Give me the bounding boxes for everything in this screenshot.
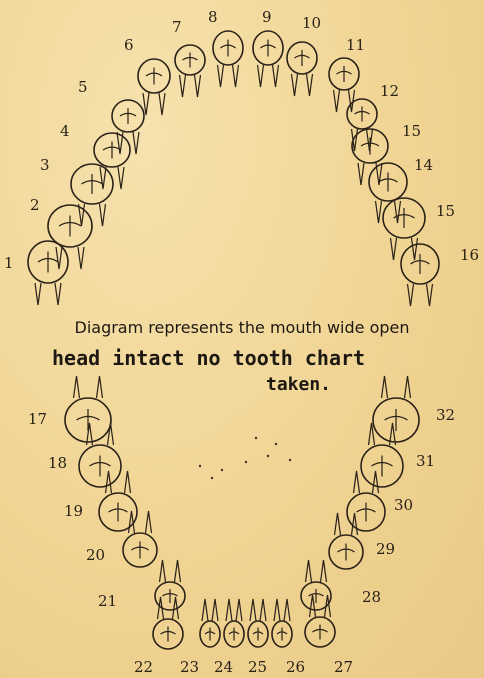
tooth-25 [248, 599, 268, 647]
tooth-number-12: 12 [380, 84, 399, 99]
tooth-20 [123, 511, 157, 567]
tooth-number-32: 32 [436, 408, 455, 423]
tooth-6 [138, 59, 170, 115]
tooth-number-16: 16 [460, 248, 479, 263]
tooth-number-3: 3 [40, 158, 50, 173]
tooth-number-11: 11 [346, 38, 365, 53]
pencil-mark [211, 477, 213, 479]
tooth-number-5: 5 [78, 80, 88, 95]
tooth-number-2: 2 [30, 198, 40, 213]
tooth-number-27: 27 [334, 660, 353, 675]
pencil-mark [275, 443, 277, 445]
tooth-number-8: 8 [208, 10, 218, 25]
tooth-number-6: 6 [124, 38, 134, 53]
tooth-number-7: 7 [172, 20, 182, 35]
tooth-5 [112, 100, 144, 154]
tooth-number-31: 31 [416, 454, 435, 469]
pencil-mark [245, 461, 247, 463]
tooth-number-17: 17 [28, 412, 47, 427]
tooth-29 [329, 513, 363, 569]
tooth-number-28: 28 [362, 590, 381, 605]
tooth-number-25: 25 [248, 660, 267, 675]
tooth-number-15: 15 [436, 204, 455, 219]
tooth-number-13: 15 [402, 124, 421, 139]
tooth-number-18: 18 [48, 456, 67, 471]
tooth-14 [369, 163, 407, 223]
tooth-10 [287, 42, 317, 96]
tooth-number-9: 9 [262, 10, 272, 25]
tooth-number-21: 21 [98, 594, 117, 609]
tooth-number-30: 30 [394, 498, 413, 513]
tooth-16 [401, 244, 439, 306]
tooth-23 [200, 599, 220, 647]
tooth-number-14: 14 [414, 158, 433, 173]
tooth-number-26: 26 [286, 660, 305, 675]
tooth-number-29: 29 [376, 542, 395, 557]
pencil-mark [267, 455, 269, 457]
tooth-18 [79, 423, 121, 487]
tooth-27 [305, 595, 335, 647]
tooth-11 [329, 58, 359, 112]
typed-annotation-line1: head intact no tooth chart [52, 346, 365, 370]
typed-annotation-line2: taken. [266, 374, 331, 395]
pencil-mark [289, 459, 291, 461]
pencil-mark [199, 465, 201, 467]
tooth-19 [99, 471, 137, 531]
tooth-number-19: 19 [64, 504, 83, 519]
pencil-mark [255, 437, 257, 439]
tooth-number-1: 1 [4, 256, 14, 271]
tooth-32 [373, 376, 419, 442]
tooth-number-4: 4 [60, 124, 70, 139]
tooth-26 [272, 599, 292, 647]
tooth-number-10: 10 [302, 16, 321, 31]
tooth-number-20: 20 [86, 548, 105, 563]
tooth-7 [175, 45, 205, 97]
tooth-number-22: 22 [134, 660, 153, 675]
tooth-3 [71, 164, 113, 226]
pencil-mark [221, 469, 223, 471]
tooth-number-23: 23 [180, 660, 199, 675]
tooth-15 [383, 198, 425, 260]
tooth-24 [224, 599, 244, 647]
diagram-caption: Diagram represents the mouth wide open [0, 318, 484, 337]
tooth-31 [361, 423, 403, 487]
tooth-number-24: 24 [214, 660, 233, 675]
tooth-9 [253, 31, 283, 87]
tooth-8 [213, 31, 243, 87]
